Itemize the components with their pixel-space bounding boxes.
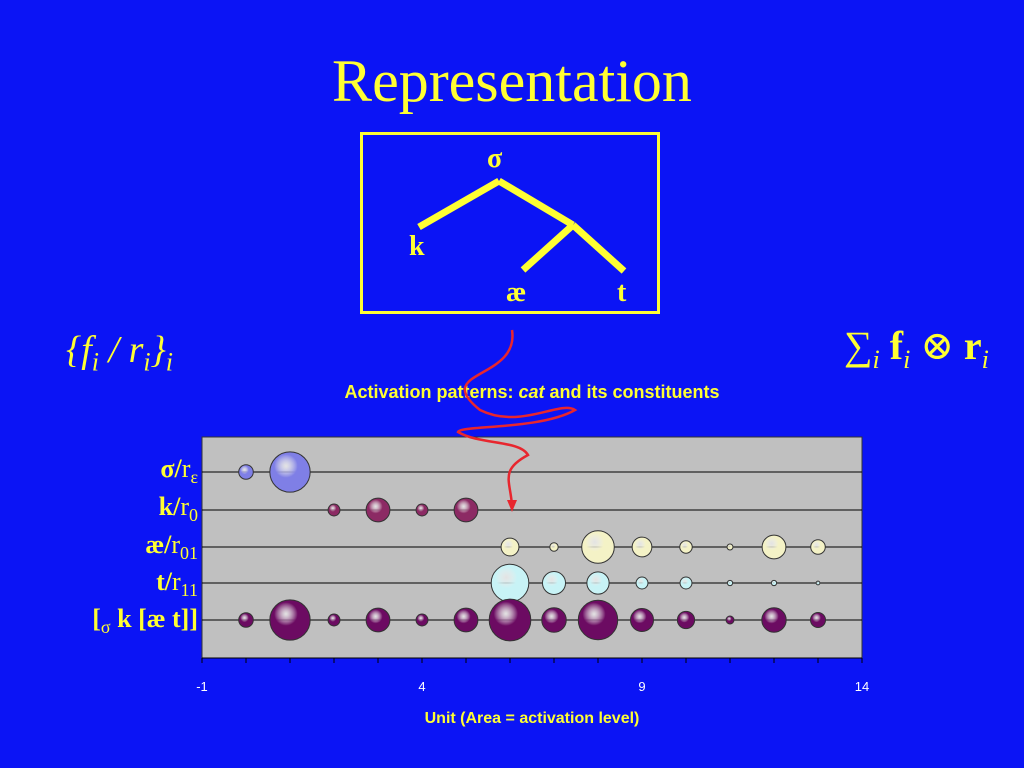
bubble-row3-unit9	[635, 576, 649, 590]
x-axis: -1 4 9 14	[196, 657, 869, 694]
tree-node-sigma: σ	[487, 143, 503, 174]
bubble-row2-unit7	[549, 542, 559, 552]
bubble-row0-unit1	[269, 451, 311, 493]
connector-arrow-head	[507, 500, 517, 512]
slide-title: Representation	[332, 48, 692, 114]
chart-title: Activation patterns: cat and its constit…	[0, 382, 1024, 403]
bubble-row2-unit13	[810, 539, 826, 555]
x-tick-label: 9	[638, 679, 645, 694]
bubble-row0-unit0	[238, 464, 254, 480]
branch-inner-ae	[520, 222, 576, 273]
bubbles	[238, 451, 827, 642]
branch-root-inner	[497, 177, 575, 229]
tree-leaf-k: k	[409, 231, 425, 262]
bubble-row4-unit3	[365, 607, 391, 633]
bubble-row3-unit6	[490, 563, 530, 603]
bubble-row1-unit2	[327, 503, 341, 517]
bubble-row3-unit13	[815, 580, 821, 586]
syntax-tree-branches	[417, 177, 627, 274]
row-label-k: k/r0	[158, 492, 198, 526]
bubble-row1-unit5	[453, 497, 479, 523]
bubble-row2-unit8	[581, 530, 615, 564]
x-tick-label: 4	[418, 679, 425, 694]
branch-root-k	[417, 177, 501, 231]
x-tick-label: 14	[855, 679, 869, 694]
bubble-row1-unit3	[365, 497, 391, 523]
bubble-row2-unit9	[631, 536, 653, 558]
grid-lines	[202, 471, 862, 621]
bubble-row2-unit12	[761, 534, 787, 560]
bubble-row4-unit6	[488, 598, 532, 642]
bubble-row4-unit5	[453, 607, 479, 633]
bubble-row2-unit11	[726, 543, 734, 551]
chart-title-part-2: and its constituents	[544, 382, 720, 402]
chart-title-part-1: Activation patterns:	[344, 382, 519, 402]
row-label-sigma: σ/rε	[160, 454, 198, 488]
connector-arrow-line	[456, 329, 578, 506]
bubble-row4-unit10	[676, 610, 696, 630]
row-label-t: t/r11	[156, 567, 198, 601]
bubble-row4-unit11	[725, 615, 735, 625]
x-axis-label: Unit (Area = activation level)	[424, 710, 640, 727]
bubble-row4-unit2	[327, 613, 341, 627]
tree-leaf-ae: æ	[506, 277, 527, 308]
bubble-row3-unit11	[726, 579, 734, 587]
row-label-cat: [σ k [æ t]]	[92, 604, 198, 638]
formula-filler-role-set: {fi / ri}i	[66, 329, 174, 377]
branch-inner-t	[570, 222, 627, 274]
bubble-row4-unit1	[269, 599, 311, 641]
bubble-row4-unit0	[238, 612, 254, 628]
chart-title-emphasis: cat	[518, 382, 545, 402]
row-label-ae: æ/r01	[145, 530, 198, 564]
bubble-row4-unit4	[415, 613, 429, 627]
bubble-row2-unit6	[500, 537, 520, 557]
formula-tensor-sum: ∑i fi ⊗ ri	[844, 323, 989, 374]
bubble-row1-unit4	[415, 503, 429, 517]
bubble-row4-unit8	[577, 599, 619, 641]
bubble-row4-unit9	[629, 607, 655, 633]
tree-leaf-t: t	[617, 277, 627, 308]
bubble-row3-unit8	[586, 571, 610, 595]
bubble-row4-unit13	[809, 611, 827, 629]
syntax-tree-box: σ k æ t	[360, 132, 660, 314]
bubble-row2-unit10	[679, 540, 693, 554]
bubble-row3-unit12	[770, 579, 778, 587]
bubble-row3-unit7	[541, 570, 567, 596]
bubble-row4-unit12	[761, 607, 787, 633]
bubble-row3-unit10	[679, 576, 693, 590]
x-tick-label: -1	[196, 679, 208, 694]
bubble-row4-unit7	[541, 607, 567, 633]
